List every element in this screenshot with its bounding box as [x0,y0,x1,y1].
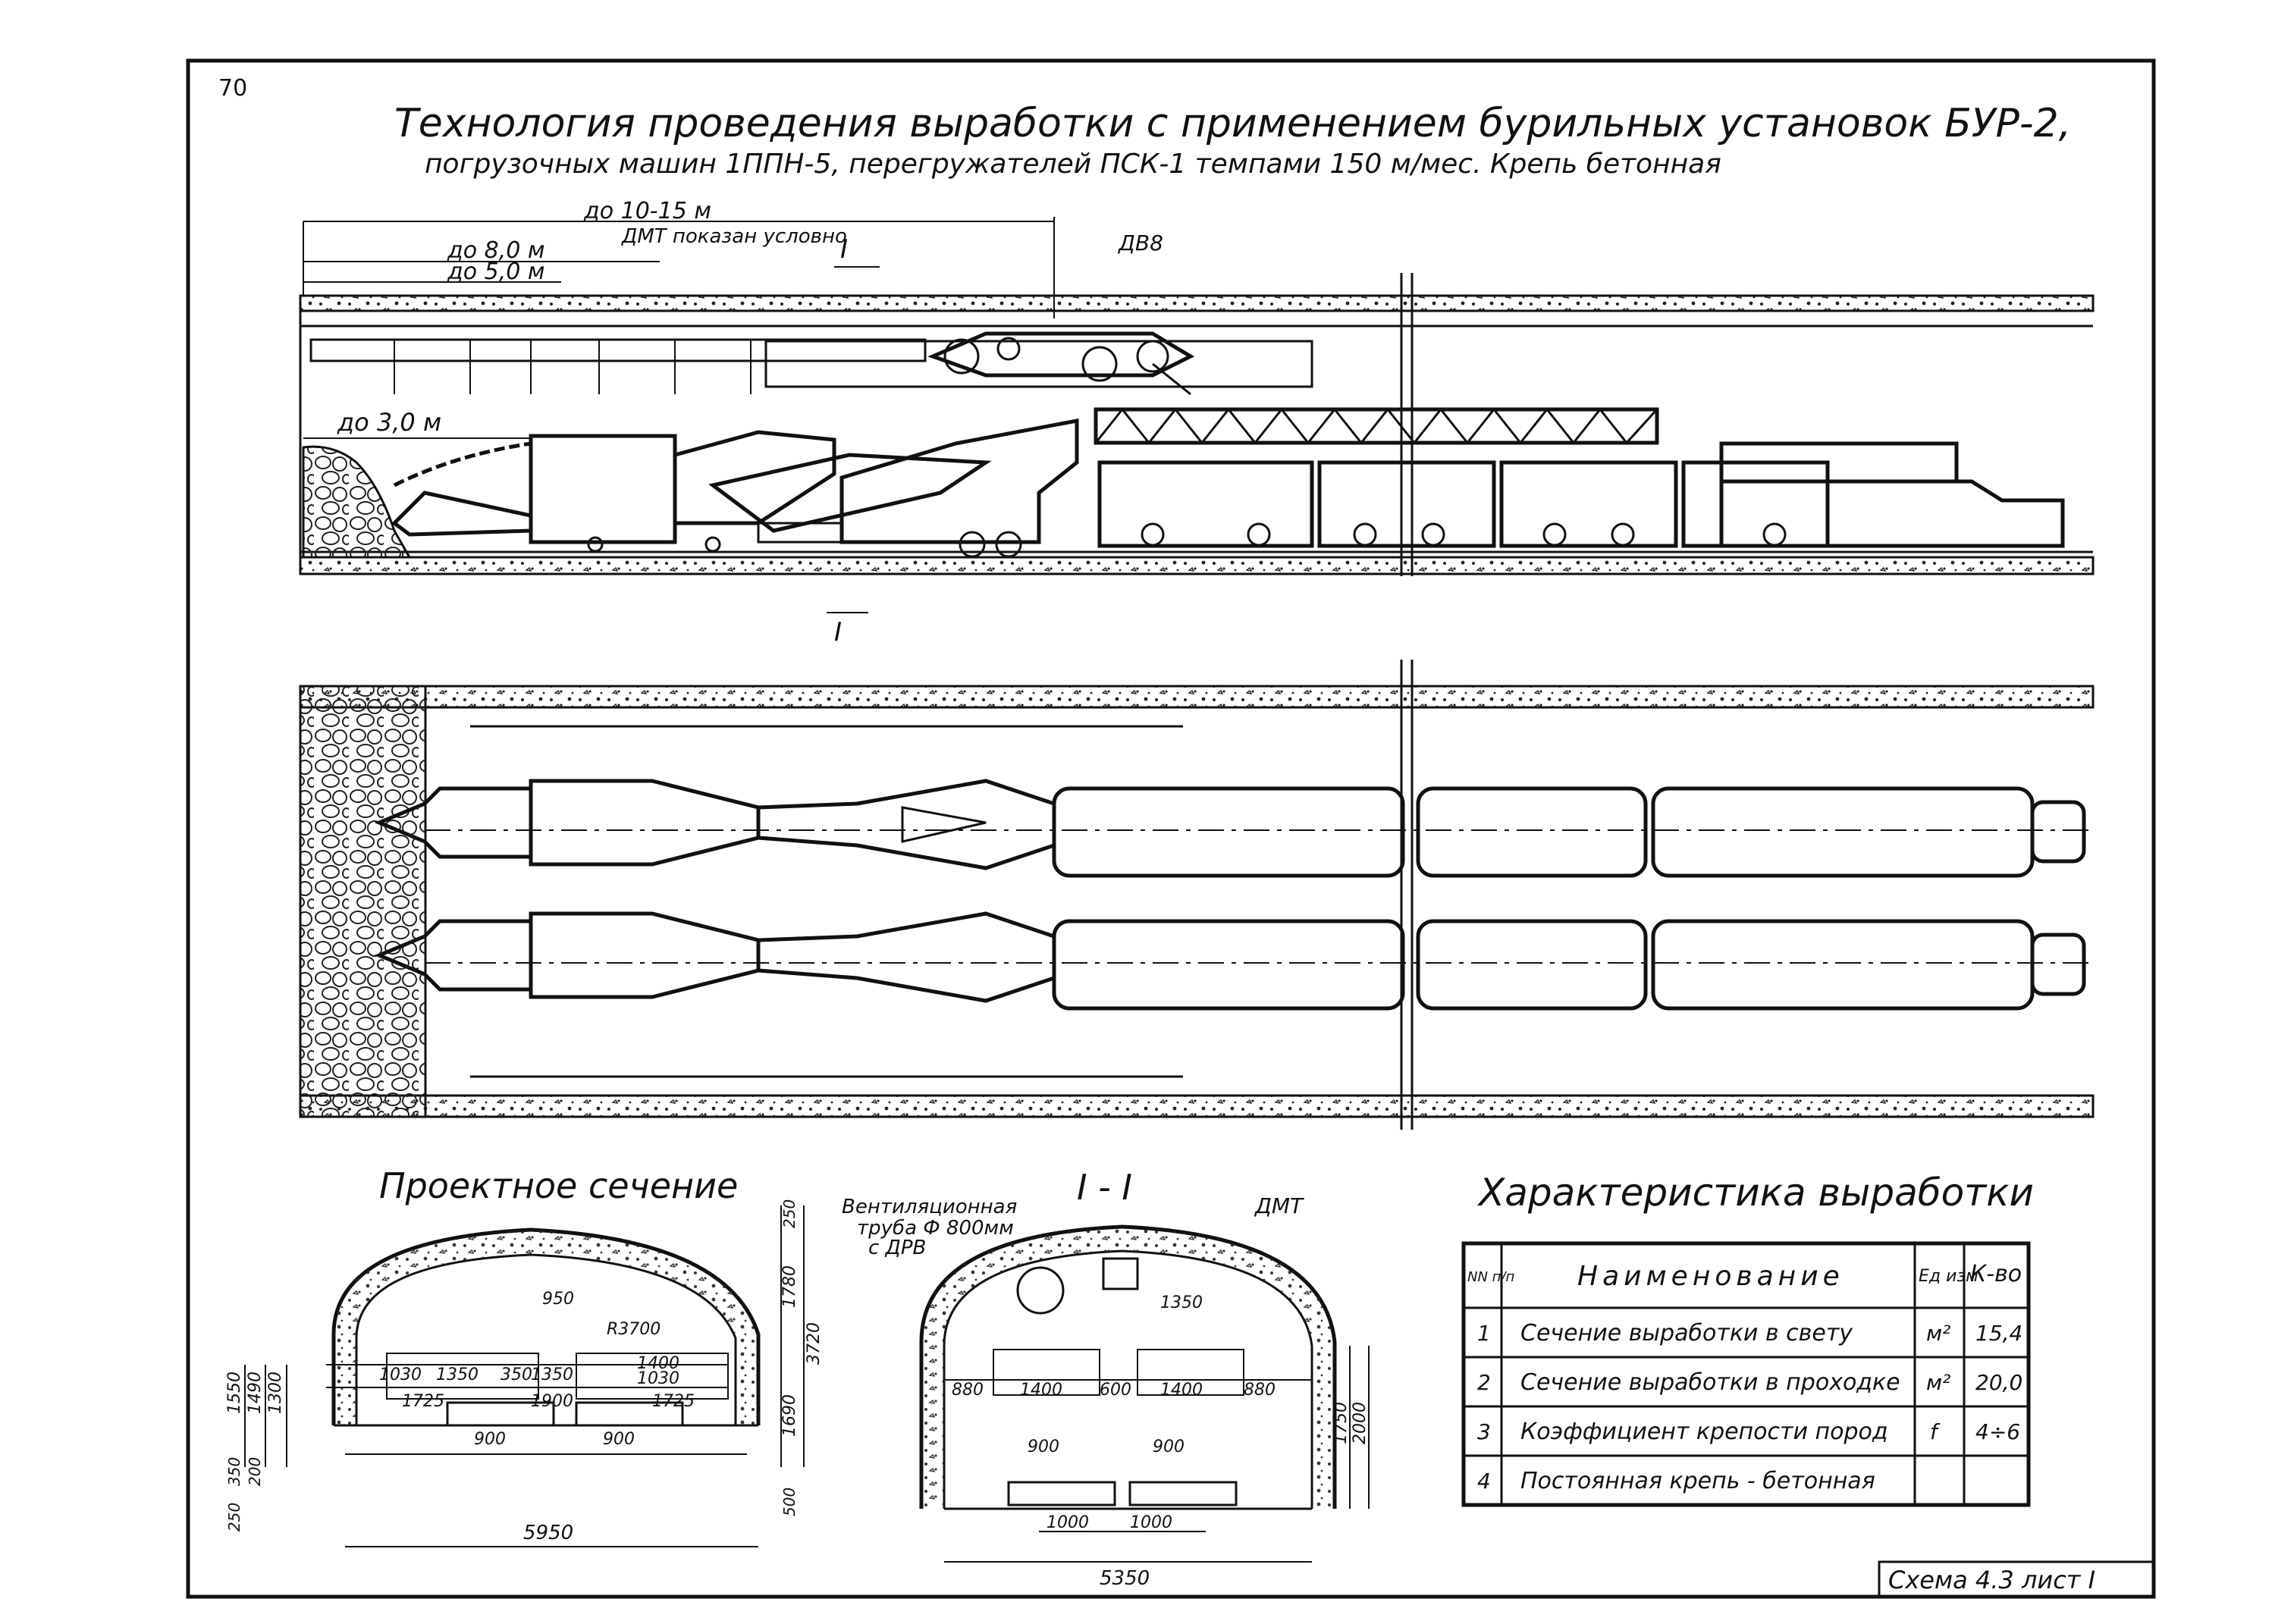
dmt-note: ДМТ показан условно [621,225,847,248]
dim-i-1400a: 1400 [1020,1381,1062,1400]
dim-1725b: 1725 [652,1392,695,1411]
row-3-unit: f [1930,1419,1941,1444]
dim-900a: 900 [474,1430,506,1449]
dim-3m: до 3,0 м [337,408,441,437]
section-mark-bottom: I [834,617,842,647]
project-section: Проектное сечение 950 1030 1350 350 1350… [225,1165,824,1547]
dim-i-1000a: 1000 [1046,1513,1089,1532]
section-mark-top: I [840,234,848,265]
title-line-1: Технология проведения выработки с примен… [394,101,2071,146]
row-3-num: 3 [1477,1419,1491,1444]
dim-1030a: 1030 [379,1365,422,1384]
dim-i-880b: 880 [1244,1381,1276,1400]
dim-1725a: 1725 [402,1392,444,1411]
dim-i-width-5350: 5350 [1100,1567,1150,1590]
dim-1300: 1300 [266,1372,285,1414]
section-i-i: I - I Вентиляционная труба Ф 800мм с ДРВ… [842,1167,1370,1590]
dim-1550: 1550 [225,1372,244,1414]
dim-i-1350: 1350 [1160,1293,1203,1312]
dim-1400: 1400 [637,1354,679,1373]
dim-i-1750: 1750 [1332,1402,1351,1444]
dim-i-2000: 2000 [1351,1402,1370,1444]
dim-500: 500 [780,1488,799,1516]
dim-1900: 1900 [531,1392,573,1411]
row-3-name: Коэффициент крепости пород [1520,1419,1888,1445]
sheet-label: Схема 4.3 лист I [1888,1566,2095,1594]
dim-1030b: 1030 [637,1369,679,1388]
dim-1350b: 1350 [531,1365,573,1384]
dim-i-900b: 900 [1153,1437,1185,1456]
dim-8m: до 8,0 м [447,237,545,264]
title-line-2: погрузочных машин 1ППН-5, перегружателей… [425,149,1721,180]
dim-1690: 1690 [780,1394,799,1437]
page-number: 70 [218,75,247,102]
dim-900b: 900 [603,1430,635,1449]
header-name: Наименование [1577,1261,1844,1292]
dmt-label: ДМТ [1254,1193,1304,1218]
row-4-num: 4 [1477,1469,1491,1494]
row-2-qty: 20,0 [1975,1370,2022,1395]
dim-350: 350 [500,1365,532,1384]
dim-top-250: 250 [780,1199,799,1228]
dim-350v: 350 [225,1457,243,1486]
dim-1780: 1780 [780,1265,799,1308]
section-i-i-title: I - I [1077,1167,1132,1208]
dim-250-left: 250 [225,1503,243,1532]
header-unit: Ед изм [1919,1267,1978,1286]
header-qty: К-во [1970,1261,2022,1287]
dim-1490: 1490 [246,1372,265,1414]
characteristics-title: Характеристика выработки [1476,1171,2034,1215]
row-2-num: 2 [1477,1370,1491,1395]
side-view: до 10-15 м до 8,0 м ДМТ показан условно … [299,198,2095,647]
row-1-unit: м² [1926,1321,1950,1346]
dim-i-1000b: 1000 [1130,1513,1172,1532]
row-1-num: 1 [1477,1321,1491,1346]
dim-i-900a: 900 [1028,1437,1059,1456]
row-2-unit: м² [1926,1370,1950,1395]
dim-i-1400b: 1400 [1160,1381,1203,1400]
row-4-name: Постоянная крепь - бетонная [1520,1468,1875,1494]
dim-radius: R3700 [607,1320,661,1339]
dim-200: 200 [246,1457,264,1486]
characteristics-table: Характеристика выработки NN п/п Наименов… [1461,1171,2034,1507]
dim-i-880a: 880 [952,1381,984,1400]
sheet-frame [186,58,2156,1599]
dim-i-600: 600 [1100,1381,1131,1400]
row-1-qty: 15,4 [1975,1321,2022,1346]
dim-10-15m: до 10-15 м [583,198,711,224]
dim-950: 950 [542,1290,574,1309]
dim-width-5950: 5950 [523,1522,573,1544]
project-section-title: Проектное сечение [379,1165,738,1206]
row-3-qty: 4÷6 [1975,1419,2020,1444]
header-num: NN п/п [1467,1269,1514,1285]
dim-3720: 3720 [805,1322,824,1365]
vent-pipe-label-3: с ДРВ [868,1237,926,1259]
dim-5m: до 5,0 м [447,259,545,285]
vent-pipe-label-2: труба Ф 800мм [857,1217,1014,1240]
vent-pipe-label-1: Вентиляционная [842,1196,1017,1218]
dim-1350a: 1350 [436,1365,479,1384]
row-2-name: Сечение выработки в проходке [1520,1369,1900,1396]
row-1-name: Сечение выработки в свету [1520,1320,1853,1347]
ventilator-label: ДВ8 [1117,230,1163,256]
plan-view [299,660,2095,1130]
